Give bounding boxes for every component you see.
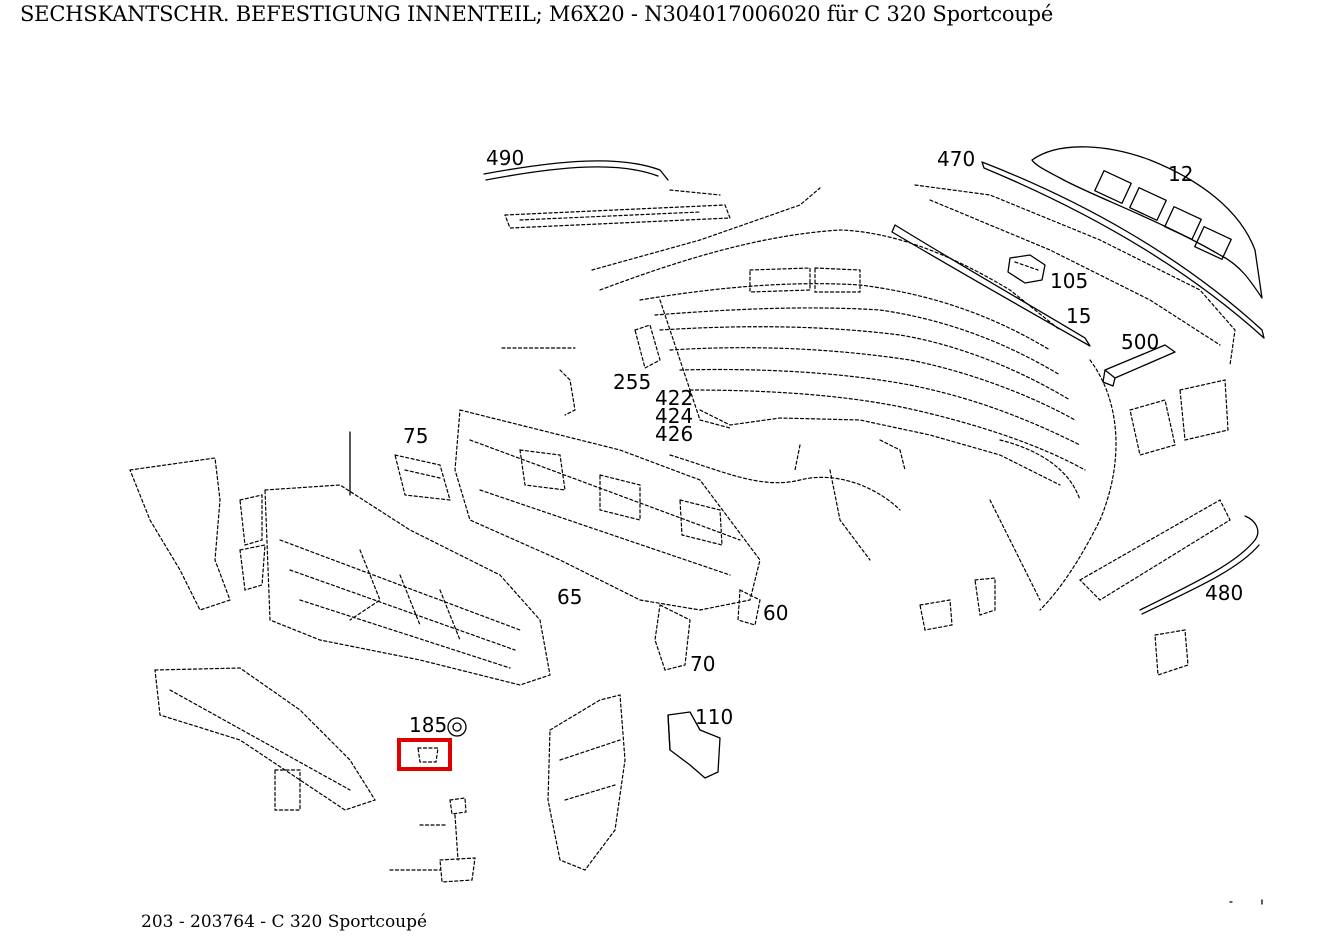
part-110-pad[interactable] <box>667 711 721 779</box>
label-75: 75 <box>403 424 428 448</box>
label-422: 422 <box>655 386 693 410</box>
label-15: 15 <box>1066 304 1091 328</box>
label-426: 426 <box>655 422 693 446</box>
diagram-caption: 203 - 203764 - C 320 Sportcoupé <box>141 912 428 932</box>
label-490: 490 <box>486 146 524 170</box>
label-255: 255 <box>613 370 651 394</box>
part-12-spoiler[interactable] <box>1031 146 1263 299</box>
part-65-bumper-cover[interactable] <box>454 409 761 611</box>
page-title: SECHSKANTSCHR. BEFESTIGUNG INNENTEIL; M6… <box>20 2 1054 26</box>
small-parts-cluster <box>919 577 996 631</box>
highlighted-part-outline <box>417 747 439 763</box>
label-70: 70 <box>690 652 715 676</box>
part-470-moulding[interactable] <box>981 161 1265 339</box>
part-75-bracket[interactable] <box>394 454 451 501</box>
label-500: 500 <box>1121 330 1159 354</box>
front-bumper-panel <box>264 484 551 686</box>
label-424: 424 <box>655 404 693 428</box>
label-65: 65 <box>557 585 582 609</box>
part-15-strip[interactable] <box>891 224 1091 347</box>
lower-bracket-150 <box>547 694 626 871</box>
upper-grille-strip <box>504 189 731 229</box>
part-480-trim[interactable] <box>1139 515 1260 615</box>
part-105-bracket[interactable] <box>1007 254 1046 284</box>
label-185: 185 <box>409 713 447 737</box>
label-60: 60 <box>763 601 788 625</box>
wiring-harness <box>669 439 906 561</box>
rear-quarter-right <box>989 359 1229 611</box>
fastener-stack <box>389 717 476 883</box>
lower-crossmember <box>154 667 376 811</box>
part-70-bracket[interactable] <box>654 604 691 671</box>
part-500-bracket[interactable] <box>1102 344 1176 387</box>
lower-right-strip <box>1079 499 1231 676</box>
highlighted-part-marker[interactable] <box>397 738 452 771</box>
label-470: 470 <box>937 147 975 171</box>
label-480: 480 <box>1205 581 1243 605</box>
part-60-bracket[interactable] <box>737 589 761 626</box>
part-490-moulding[interactable] <box>483 160 669 181</box>
left-side-member <box>129 431 351 611</box>
label-105: 105 <box>1050 269 1088 293</box>
label-110: 110 <box>695 705 733 729</box>
part-255-bracket[interactable] <box>634 324 661 369</box>
trunk-lid-outline <box>591 184 1236 486</box>
clip-parts <box>501 347 576 416</box>
label-12: 12 <box>1168 162 1193 186</box>
